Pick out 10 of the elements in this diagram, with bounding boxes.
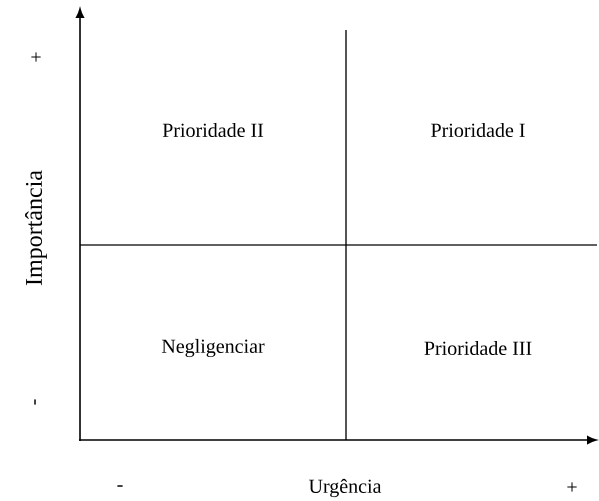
quadrant-label: Negligenciar	[162, 338, 264, 358]
axis-sign: +	[31, 52, 41, 62]
quadrant-label: Prioridade I	[431, 122, 525, 138]
axis-sign: -	[117, 485, 123, 487]
axis-sign: +	[567, 482, 577, 492]
axis-title: Importância	[25, 170, 47, 286]
axis-sign: -	[34, 399, 36, 405]
quadrant-label: Prioridade III	[424, 340, 532, 356]
quadrant-label: Prioridade II	[162, 122, 264, 138]
axis-title: Urgência	[308, 478, 382, 498]
